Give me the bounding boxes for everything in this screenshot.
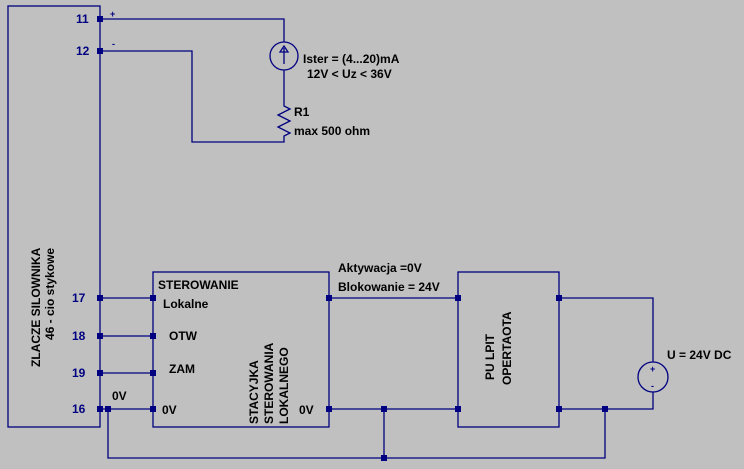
junction-dot	[97, 16, 103, 22]
junction-dot	[150, 406, 156, 412]
pin-12-label: 12	[76, 44, 90, 58]
junction-dot	[381, 455, 387, 461]
junction-dot	[326, 406, 332, 412]
junction-dot	[97, 295, 103, 301]
wire-pin11-to-source	[100, 18, 285, 42]
wire-pin12-to-resistor	[100, 50, 285, 143]
current-source-voltage: 12V < Uz < 36V	[307, 67, 392, 81]
pin-12-polarity: -	[112, 39, 115, 49]
junction-dot	[97, 370, 103, 376]
resistor-value: max 500 ohm	[294, 124, 370, 138]
pin-17-label: 17	[72, 291, 86, 305]
junction-dot	[105, 406, 111, 412]
junction-dot	[150, 333, 156, 339]
connector-ground-label: 0V	[112, 389, 127, 403]
pin-16-label: 16	[72, 402, 86, 416]
junction-dot	[381, 406, 387, 412]
panel-name-line1: PU LPIT	[483, 333, 497, 380]
connector-subtitle: 46 - cio stykowe	[43, 248, 57, 340]
voltage-source-symbol	[637, 361, 669, 393]
voltage-plus-sign: +	[650, 364, 655, 374]
voltage-source-label: U = 24V DC	[667, 348, 732, 362]
wire-supply-plus	[559, 297, 654, 362]
station-control-title: STEROWANIE	[158, 278, 239, 292]
junction-dot	[602, 406, 608, 412]
junction-dot	[556, 406, 562, 412]
junction-dot	[97, 48, 103, 54]
wire-supply-minus	[559, 392, 654, 410]
junction-dot	[97, 333, 103, 339]
pin-11-polarity: +	[110, 9, 115, 19]
operator-panel-box	[457, 271, 560, 428]
ground-bus	[107, 409, 606, 459]
connector-title: ZLACZE SILOWNIKA	[29, 247, 43, 367]
junction-dot	[326, 295, 332, 301]
panel-name-line2: OPERTAOTA	[500, 311, 514, 385]
junction-dot	[150, 370, 156, 376]
pin-18-label: 18	[72, 329, 86, 343]
signal-activation-label: Aktywacja =0V	[338, 261, 422, 275]
current-source-label: Ister = (4...20)mA	[303, 52, 400, 66]
pin-19-label: 19	[72, 366, 86, 380]
connector-box	[7, 5, 101, 428]
station-input-zam: ZAM	[169, 362, 195, 376]
station-output-0v: 0V	[299, 403, 314, 417]
station-name-line2: STEROWANIA	[262, 342, 276, 424]
resistor-symbol	[276, 103, 292, 138]
resistor-name: R1	[294, 105, 310, 119]
signal-blocking-label: Blokowanie = 24V	[338, 280, 440, 294]
local-station-box	[152, 271, 330, 428]
station-name-line3: LOKALNEGO	[277, 347, 291, 424]
junction-dot	[150, 295, 156, 301]
junction-dot	[455, 295, 461, 301]
station-input-0v: 0V	[162, 403, 177, 417]
junction-dot	[556, 295, 562, 301]
station-name-line1: STACYJKA	[247, 360, 261, 424]
pin-11-label: 11	[76, 12, 89, 26]
voltage-minus-sign: -	[651, 381, 654, 391]
station-input-otw: OTW	[169, 329, 198, 343]
station-control-subtitle: Lokalne	[163, 297, 209, 311]
current-source-symbol	[269, 41, 299, 71]
junction-dot	[97, 406, 103, 412]
junction-dot	[455, 406, 461, 412]
